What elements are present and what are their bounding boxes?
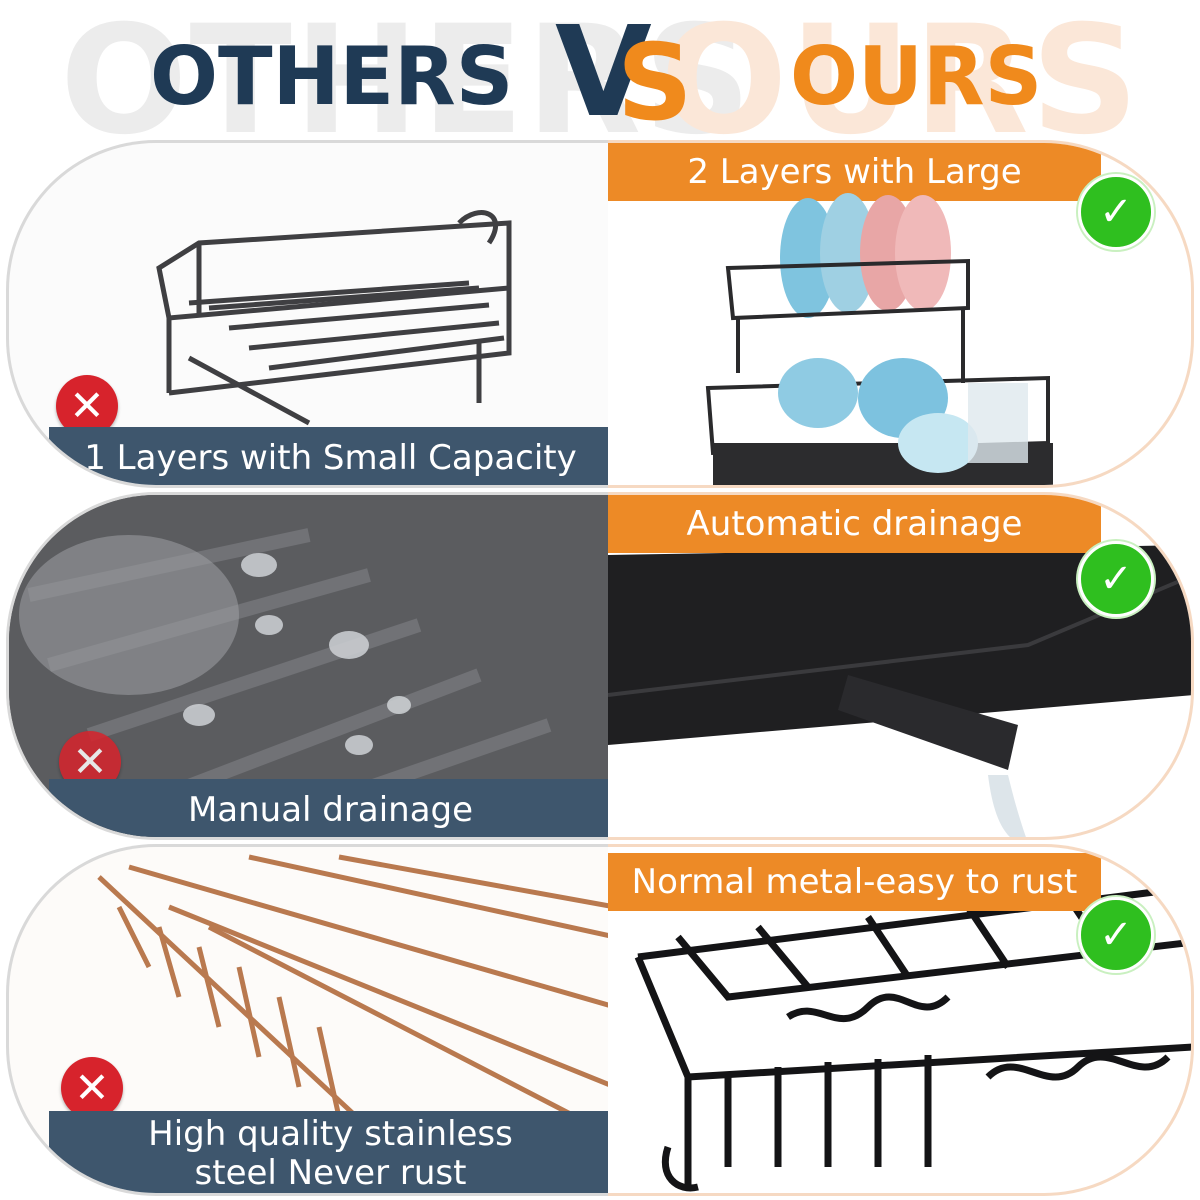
others-caption-material-line1: High quality stainless (148, 1114, 513, 1154)
ours-title: OURS (790, 30, 1043, 123)
ours-panel-material: Normal metal-easy to rust ✓ (608, 844, 1194, 1196)
check-mark-icon: ✓ (1078, 541, 1154, 617)
ours-caption-material: Normal metal-easy to rust (608, 853, 1101, 911)
x-mark-icon: ✕ (56, 375, 118, 437)
check-mark-icon: ✓ (1078, 174, 1154, 250)
black-steel-rack-illustration (634, 883, 1191, 1192)
others-panel-capacity: ✕ 1 Layers with Small Capacity (6, 140, 612, 488)
others-panel-drainage: ✕ Manual drainage (6, 492, 612, 840)
others-panel-material: ✕ High quality stainless steel Never rus… (6, 844, 612, 1196)
automatic-drainage-spout-illustration (608, 545, 1191, 837)
check-mark-icon: ✓ (1078, 897, 1154, 973)
others-title: OTHERS (150, 30, 514, 123)
vs-letter-v: V (555, 0, 652, 145)
others-caption-material: High quality stainless steel Never rust (49, 1111, 612, 1194)
others-caption-material-line2: steel Never rust (194, 1153, 467, 1194)
others-caption-capacity: 1 Layers with Small Capacity (49, 427, 612, 485)
ours-panel-capacity: 2 Layers with Large Capacity ✓ (608, 140, 1194, 488)
ours-caption-drainage: Automatic drainage (608, 495, 1101, 553)
rusty-rack-illustration (97, 854, 612, 1149)
x-mark-icon: ✕ (61, 1057, 123, 1119)
vs-letter-s: S (617, 22, 693, 144)
two-layer-rack-illustration (705, 193, 1053, 485)
others-caption-drainage: Manual drainage (49, 779, 612, 837)
single-layer-rack-illustration (156, 210, 512, 426)
vs-logo: V S (555, 0, 695, 145)
ours-panel-drainage: Automatic drainage ✓ (608, 492, 1194, 840)
